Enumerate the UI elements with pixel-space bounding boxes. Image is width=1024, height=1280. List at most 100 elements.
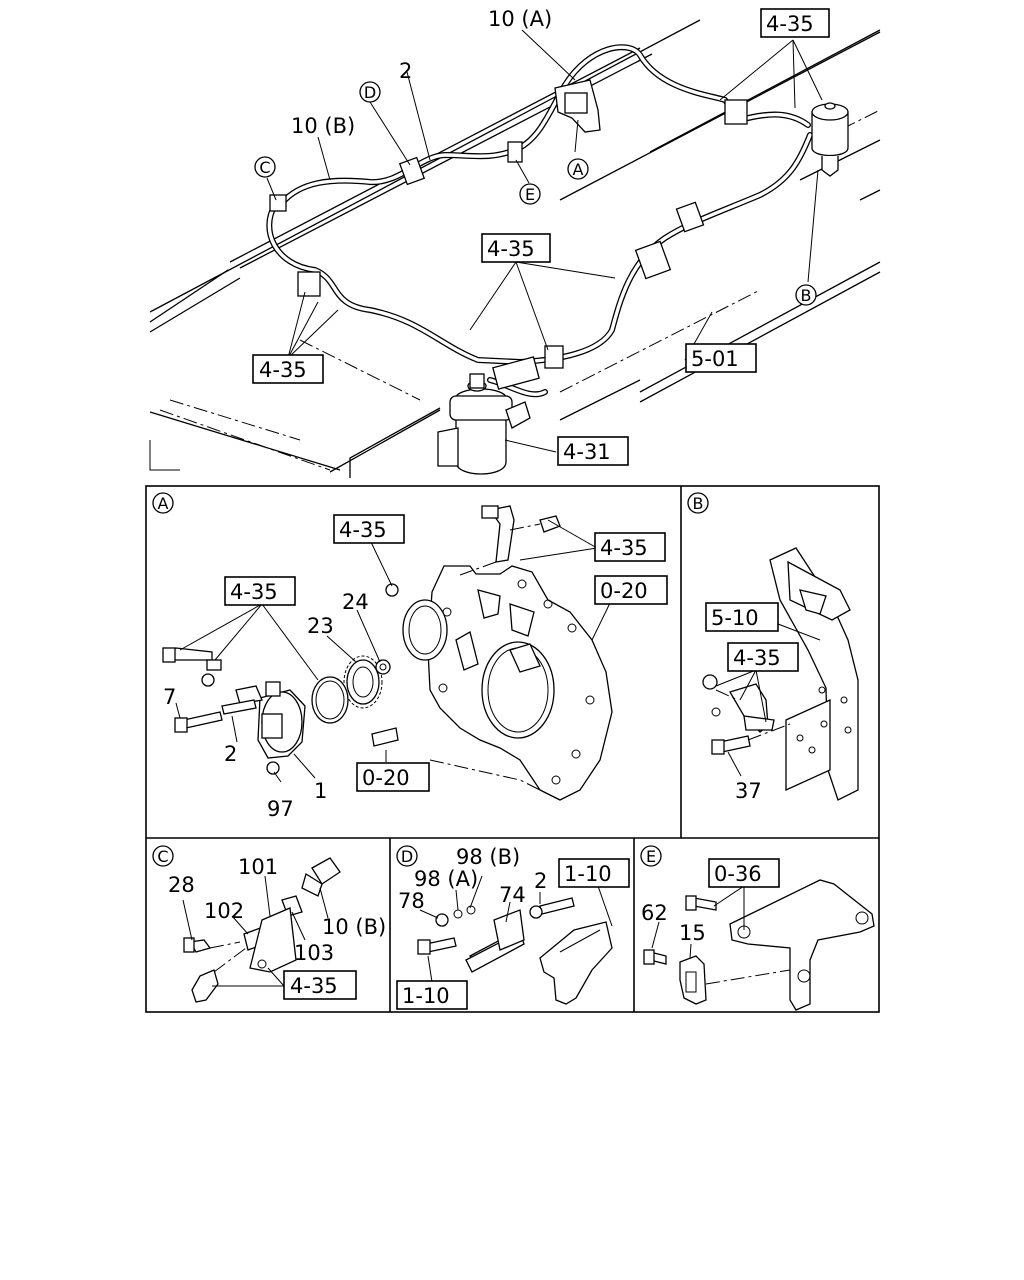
bracket-b: [702, 674, 791, 755]
svg-text:0-20: 0-20: [362, 766, 410, 790]
ref-box-431: 4-31: [557, 436, 629, 466]
part-label-e-15: 15: [679, 921, 706, 945]
part-label-c-10b: 10 (B): [322, 915, 386, 939]
panel-d-leaders: [419, 875, 613, 983]
ref-label-top-435: 4-35: [766, 12, 814, 36]
svg-text:5-10: 5-10: [711, 606, 759, 630]
master-cylinder: [437, 356, 540, 475]
ref-label-501: 5-01: [691, 347, 739, 371]
panel-d-tag: D: [396, 845, 418, 867]
chassis-frame: [149, 19, 881, 478]
gear-23: [343, 655, 383, 709]
part-label-c-102: 102: [204, 899, 244, 923]
flywheel-housing: [402, 565, 613, 801]
ref-box-mid-435: 4-35: [481, 233, 551, 263]
svg-text:E: E: [525, 185, 535, 204]
mount-d: [539, 921, 613, 1005]
ref-label-mid-435: 4-35: [487, 237, 535, 261]
ref-box-top-435: 4-35: [760, 8, 830, 38]
part-label-d-2: 2: [534, 869, 547, 893]
ref-box-a-020-right: 0-20: [594, 575, 668, 605]
callout-d: D: [359, 81, 381, 103]
frame-member: [769, 547, 859, 801]
callout-b: B: [795, 284, 817, 306]
ref-label-431: 4-31: [563, 440, 611, 464]
brake-pipes: [266, 44, 813, 398]
part-label-d-98a: 98 (A): [414, 867, 478, 891]
part-label-a-1: 1: [314, 779, 327, 803]
part-label-c-28: 28: [168, 873, 195, 897]
panel-e: E 0-36 62 15: [640, 845, 875, 1011]
part-label-2: 2: [399, 59, 412, 83]
panel-c: C 101 28 102 103 10 (B): [152, 845, 386, 1003]
part-label-d-98b: 98 (B): [456, 845, 520, 869]
part-label-c-103: 103: [294, 941, 334, 965]
nut-24: [375, 659, 391, 675]
part-label-a-23: 23: [307, 614, 334, 638]
svg-text:4-35: 4-35: [290, 974, 338, 998]
part-label-d-78: 78: [398, 889, 425, 913]
ref-box-e-036: 0-36: [708, 858, 780, 888]
svg-text:A: A: [158, 494, 169, 513]
ref-box-a-020-bottom: 0-20: [356, 762, 430, 792]
detail-panels-frame: [145, 485, 880, 1013]
ref-box-b-435: 4-35: [727, 642, 799, 672]
part-label-c-101: 101: [238, 855, 278, 879]
o-ring: [311, 676, 349, 724]
svg-text:0-36: 0-36: [714, 862, 762, 886]
svg-text:4-35: 4-35: [600, 536, 648, 560]
fitting-parts: [183, 857, 341, 1003]
pump-unit: [235, 681, 306, 759]
clip-15: [679, 955, 791, 1005]
ref-box-a-435-top: 4-35: [333, 514, 405, 544]
ref-box-left-435: 4-35: [252, 354, 324, 384]
panel-a-leaders: [175, 519, 611, 783]
ref-box-501: 5-01: [685, 343, 757, 373]
callout-a: A: [567, 158, 589, 180]
top-view: 10 (A) 10 (B) 2 4-35 4-35 4-35 5-01 4-31…: [149, 7, 881, 478]
svg-text:D: D: [364, 83, 376, 102]
ref-box-d-110-bottom: 1-10: [396, 980, 468, 1010]
pipe-label-10b: 10 (B): [291, 114, 355, 138]
svg-text:4-35: 4-35: [339, 518, 387, 542]
svg-text:1-10: 1-10: [402, 984, 450, 1008]
svg-text:1-10: 1-10: [564, 862, 612, 886]
svg-text:4-35: 4-35: [733, 646, 781, 670]
svg-text:A: A: [573, 160, 584, 179]
ref-box-a-435-right: 4-35: [594, 532, 666, 562]
panel-a-tag: A: [152, 492, 174, 514]
part-label-e-62: 62: [641, 901, 668, 925]
svg-text:E: E: [646, 847, 656, 866]
pipe-clips: [269, 99, 748, 369]
panel-d: D 1-10: [396, 845, 630, 1010]
ref-box-b-510: 5-10: [705, 602, 779, 632]
svg-text:0-20: 0-20: [600, 579, 648, 603]
part-label-b-37: 37: [735, 779, 762, 803]
brake-valve-block: [554, 79, 601, 133]
panel-e-tag: E: [640, 845, 662, 867]
part-label-a-7: 7: [163, 685, 176, 709]
top-bracket: [459, 505, 561, 576]
callout-c: C: [254, 156, 276, 178]
svg-text:C: C: [157, 847, 168, 866]
panel-c-tag: C: [152, 845, 174, 867]
svg-text:C: C: [259, 158, 270, 177]
panel-b-leaders: [715, 623, 821, 777]
svg-text:4-35: 4-35: [230, 580, 278, 604]
bracket-d: [417, 897, 575, 973]
svg-text:B: B: [801, 286, 812, 305]
fluid-reservoir: [811, 102, 849, 177]
ref-box-c-435: 4-35: [283, 970, 357, 1000]
svg-text:B: B: [693, 494, 704, 513]
panel-c-leaders: [182, 875, 329, 987]
bolts-panel-a: [162, 583, 399, 775]
ref-label-left-435: 4-35: [259, 358, 307, 382]
panel-e-leaders: [651, 885, 745, 959]
callout-e: E: [519, 183, 541, 205]
pipe-label-10a: 10 (A): [488, 7, 552, 31]
top-leaders: [266, 29, 823, 453]
panel-b-tag: B: [687, 492, 709, 514]
bracket-e: [643, 879, 875, 1011]
panel-a: A: [152, 492, 668, 821]
